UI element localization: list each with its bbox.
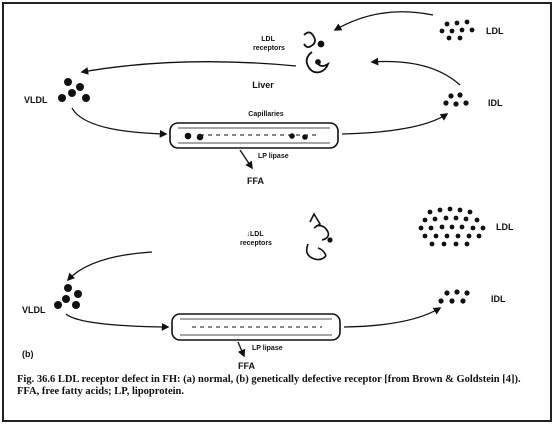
ldl-particles-b [418, 206, 486, 247]
panel-b: ↓LDL receptors LDL VLDL [22, 206, 514, 371]
vldl-to-capillary-arrow-a [71, 107, 168, 138]
ffa-arrow-a [239, 149, 253, 170]
ldl-particles-a [439, 19, 475, 41]
ldl-uptake-arrow-a [333, 11, 434, 31]
vldl-particles-a [58, 78, 90, 102]
figure-number: Fig. 36.6 [17, 374, 56, 385]
panel-a: LDL LDL receptors Liver VLDL [24, 11, 504, 186]
capillary-tube-b [171, 313, 341, 341]
capillary-tube-a [169, 122, 339, 149]
receptor-shape-b [305, 212, 333, 261]
ffa-arrow-b [237, 341, 246, 358]
liver-to-vldl-arrow-b [66, 251, 153, 282]
idl-label-b: IDL [491, 294, 506, 304]
lp-lipase-label-b: LP lipase [252, 345, 283, 352]
capillary-to-idl-arrow-a [341, 113, 449, 135]
ffa-label-a: FFA [247, 176, 264, 186]
idl-particles-a [443, 92, 469, 107]
vldl-label-a: VLDL [24, 95, 48, 105]
idl-particles-b [438, 289, 470, 304]
lp-lipase-label-a: LP lipase [258, 153, 289, 160]
liver-label-a: Liver [252, 80, 274, 90]
caption-text: LDL receptor defect in FH: (a) normal, (… [17, 374, 521, 397]
vldl-to-capillary-arrow-b [65, 313, 170, 331]
ldl-label-a: LDL [486, 26, 504, 36]
ldl-receptors-label-a: LDL receptors [253, 36, 285, 52]
figure-caption: Fig. 36.6 LDL receptor defect in FH: (a)… [17, 374, 532, 398]
idl-to-liver-arrow-a [370, 57, 461, 86]
ldl-receptors-label-b: ↓LDL receptors [240, 231, 272, 247]
liver-to-vldl-arrow-a [80, 61, 297, 75]
receptor-shape-a [303, 31, 330, 74]
ldl-label-b: LDL [496, 222, 514, 232]
figure-border [2, 2, 552, 422]
idl-label-a: IDL [488, 98, 503, 108]
vldl-label-b: VLDL [22, 305, 46, 315]
panel-b-label: (b) [22, 349, 34, 359]
capillaries-label: Capillaries [248, 111, 284, 118]
capillary-to-idl-arrow-b [343, 307, 442, 328]
ffa-label-b: FFA [238, 361, 255, 371]
vldl-particles-b [54, 284, 82, 309]
